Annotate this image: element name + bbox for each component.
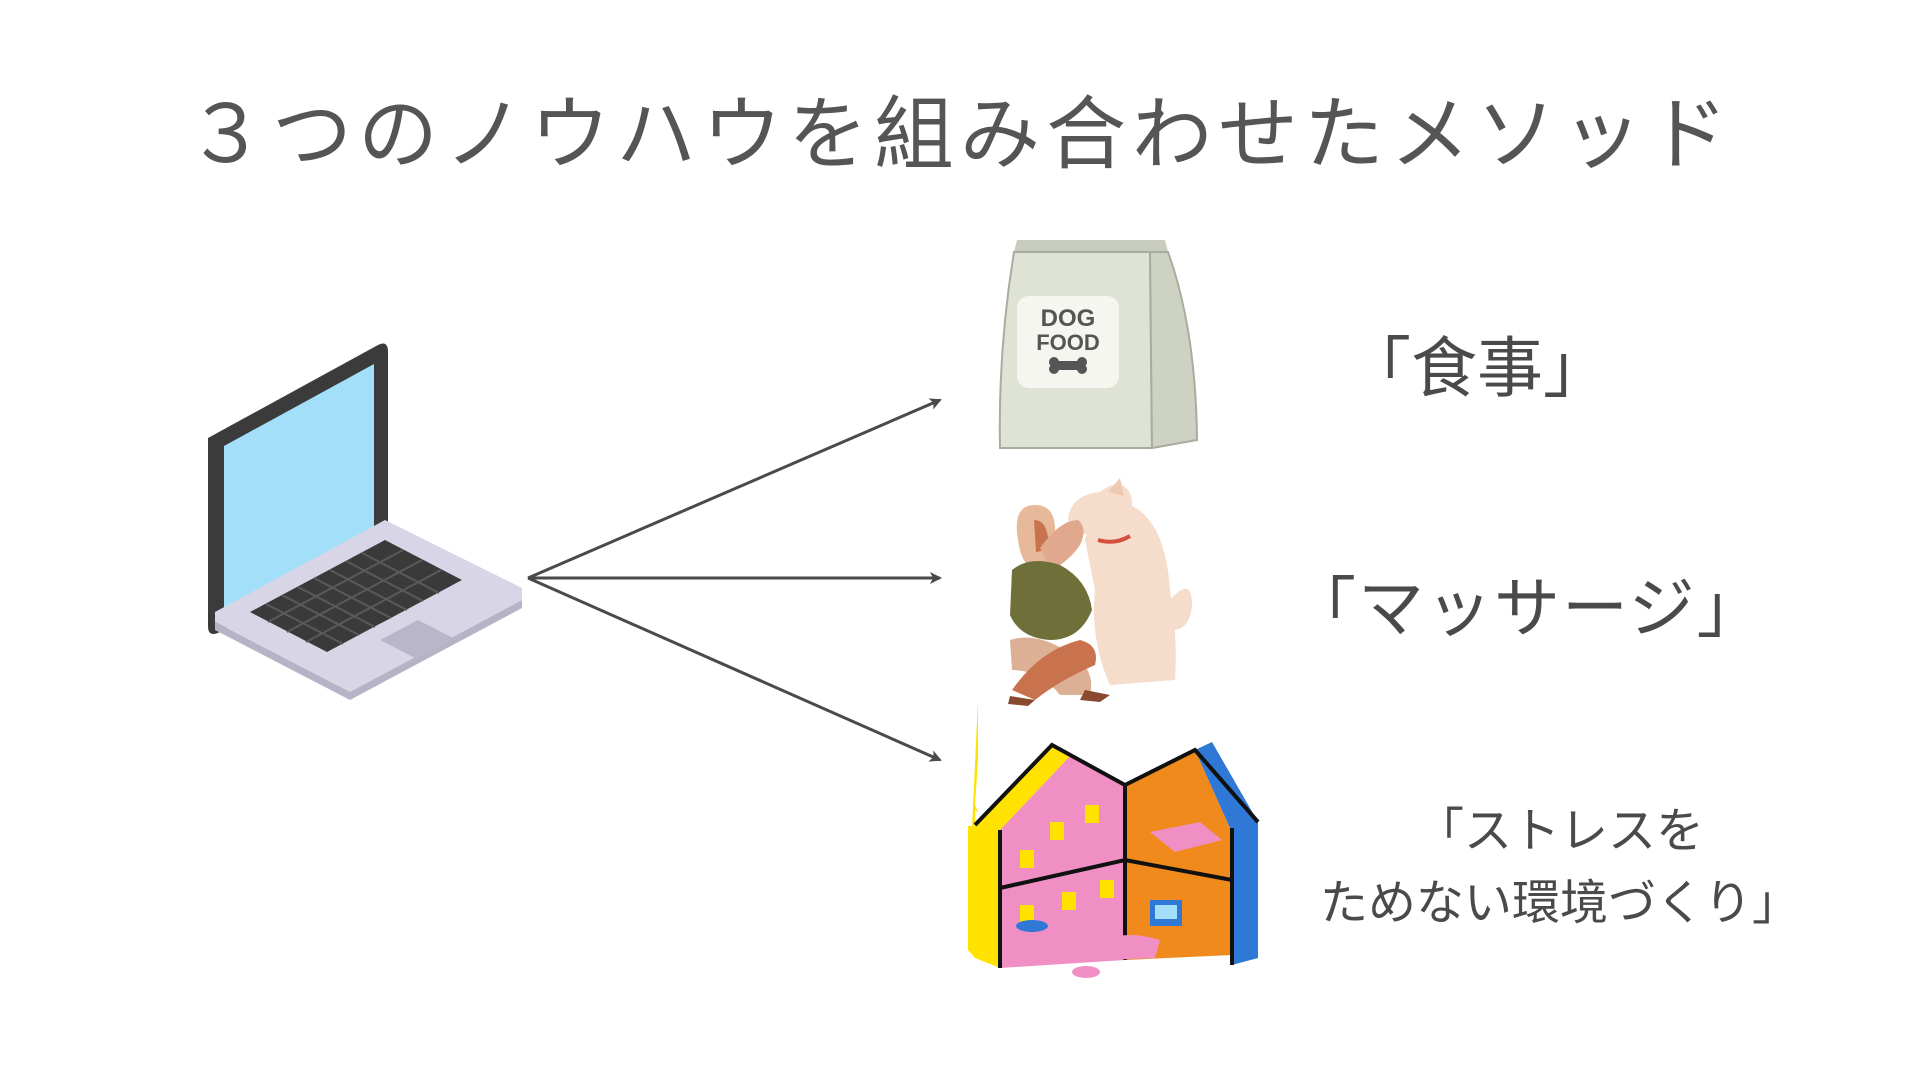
bag-label-dog: DOG	[1041, 305, 1096, 332]
arrow-to-environment	[527, 576, 942, 762]
label-massage: 「マッサージ」	[1290, 570, 1765, 647]
dog-food-bag-icon: DOG FOOD	[998, 240, 1199, 450]
bag-label-food: FOOD	[1036, 330, 1100, 355]
laptop-icon	[208, 343, 522, 700]
arrows	[527, 398, 942, 762]
label-environment-line2: ためない環境づくり」	[1319, 875, 1800, 931]
arrow-to-food	[527, 398, 942, 580]
house-cutaway-icon	[968, 700, 1260, 978]
person-hugging-dog-icon	[1008, 478, 1192, 706]
label-environment: 「ストレスを ためない環境づくり」	[1300, 795, 1820, 939]
label-food: 「食事」	[1345, 330, 1609, 407]
slide-title: ３つのノウハウを組み合わせたメソッド	[186, 88, 1734, 181]
bone-icon	[1049, 357, 1087, 374]
label-environment-line1: 「ストレスを	[1415, 803, 1704, 859]
